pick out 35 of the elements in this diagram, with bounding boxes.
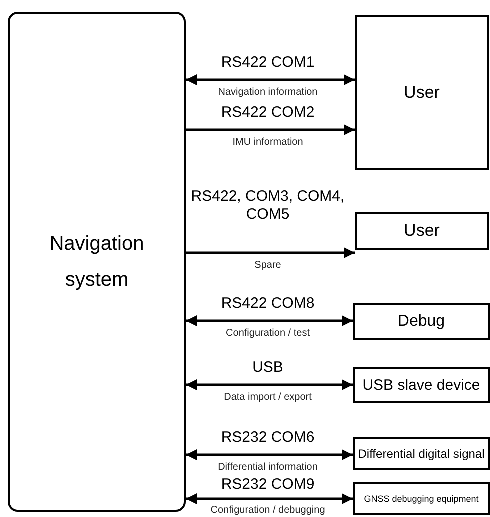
node-label: User — [404, 82, 440, 102]
system-block — [8, 12, 186, 512]
node-label: USB slave device — [362, 376, 480, 394]
device-box — [355, 15, 489, 170]
connector-arrow — [186, 449, 353, 461]
signal-note: Data import / export — [224, 392, 312, 404]
connector-arrow — [186, 247, 355, 259]
connector-arrow — [186, 493, 353, 505]
device-box — [353, 482, 490, 515]
edge-label: RS422, COM3, COM4, COM5 — [190, 188, 346, 224]
signal-note: IMU information — [232, 137, 304, 149]
connector-arrow — [186, 379, 353, 391]
edge-label: RS232 COM9 — [221, 476, 315, 494]
device-box — [353, 303, 490, 340]
edge-label: RS422 COM2 — [221, 104, 315, 122]
node-label: Differential digital signal — [358, 446, 485, 460]
connector-arrow — [186, 74, 355, 86]
signal-note: Configuration / debugging — [210, 505, 326, 517]
connector-arrow — [186, 315, 353, 327]
edge-label: USB — [252, 359, 284, 377]
signal-note: Differential information — [218, 462, 318, 474]
signal-note: Navigation information — [218, 87, 318, 99]
node-label: User — [404, 221, 440, 241]
device-box — [353, 437, 490, 470]
connector-arrow — [186, 124, 355, 136]
signal-note: Spare — [254, 260, 282, 272]
node-label: GNSS debugging equipment — [364, 494, 479, 504]
device-box — [353, 367, 490, 403]
device-box — [355, 212, 489, 250]
node-label: Navigation system — [48, 232, 146, 293]
edge-label: RS422 COM8 — [221, 295, 315, 313]
node-label: Debug — [398, 312, 446, 330]
edge-label: RS232 COM6 — [221, 429, 315, 447]
edge-label: RS422 COM1 — [221, 54, 315, 72]
signal-note: Configuration / test — [226, 328, 310, 340]
